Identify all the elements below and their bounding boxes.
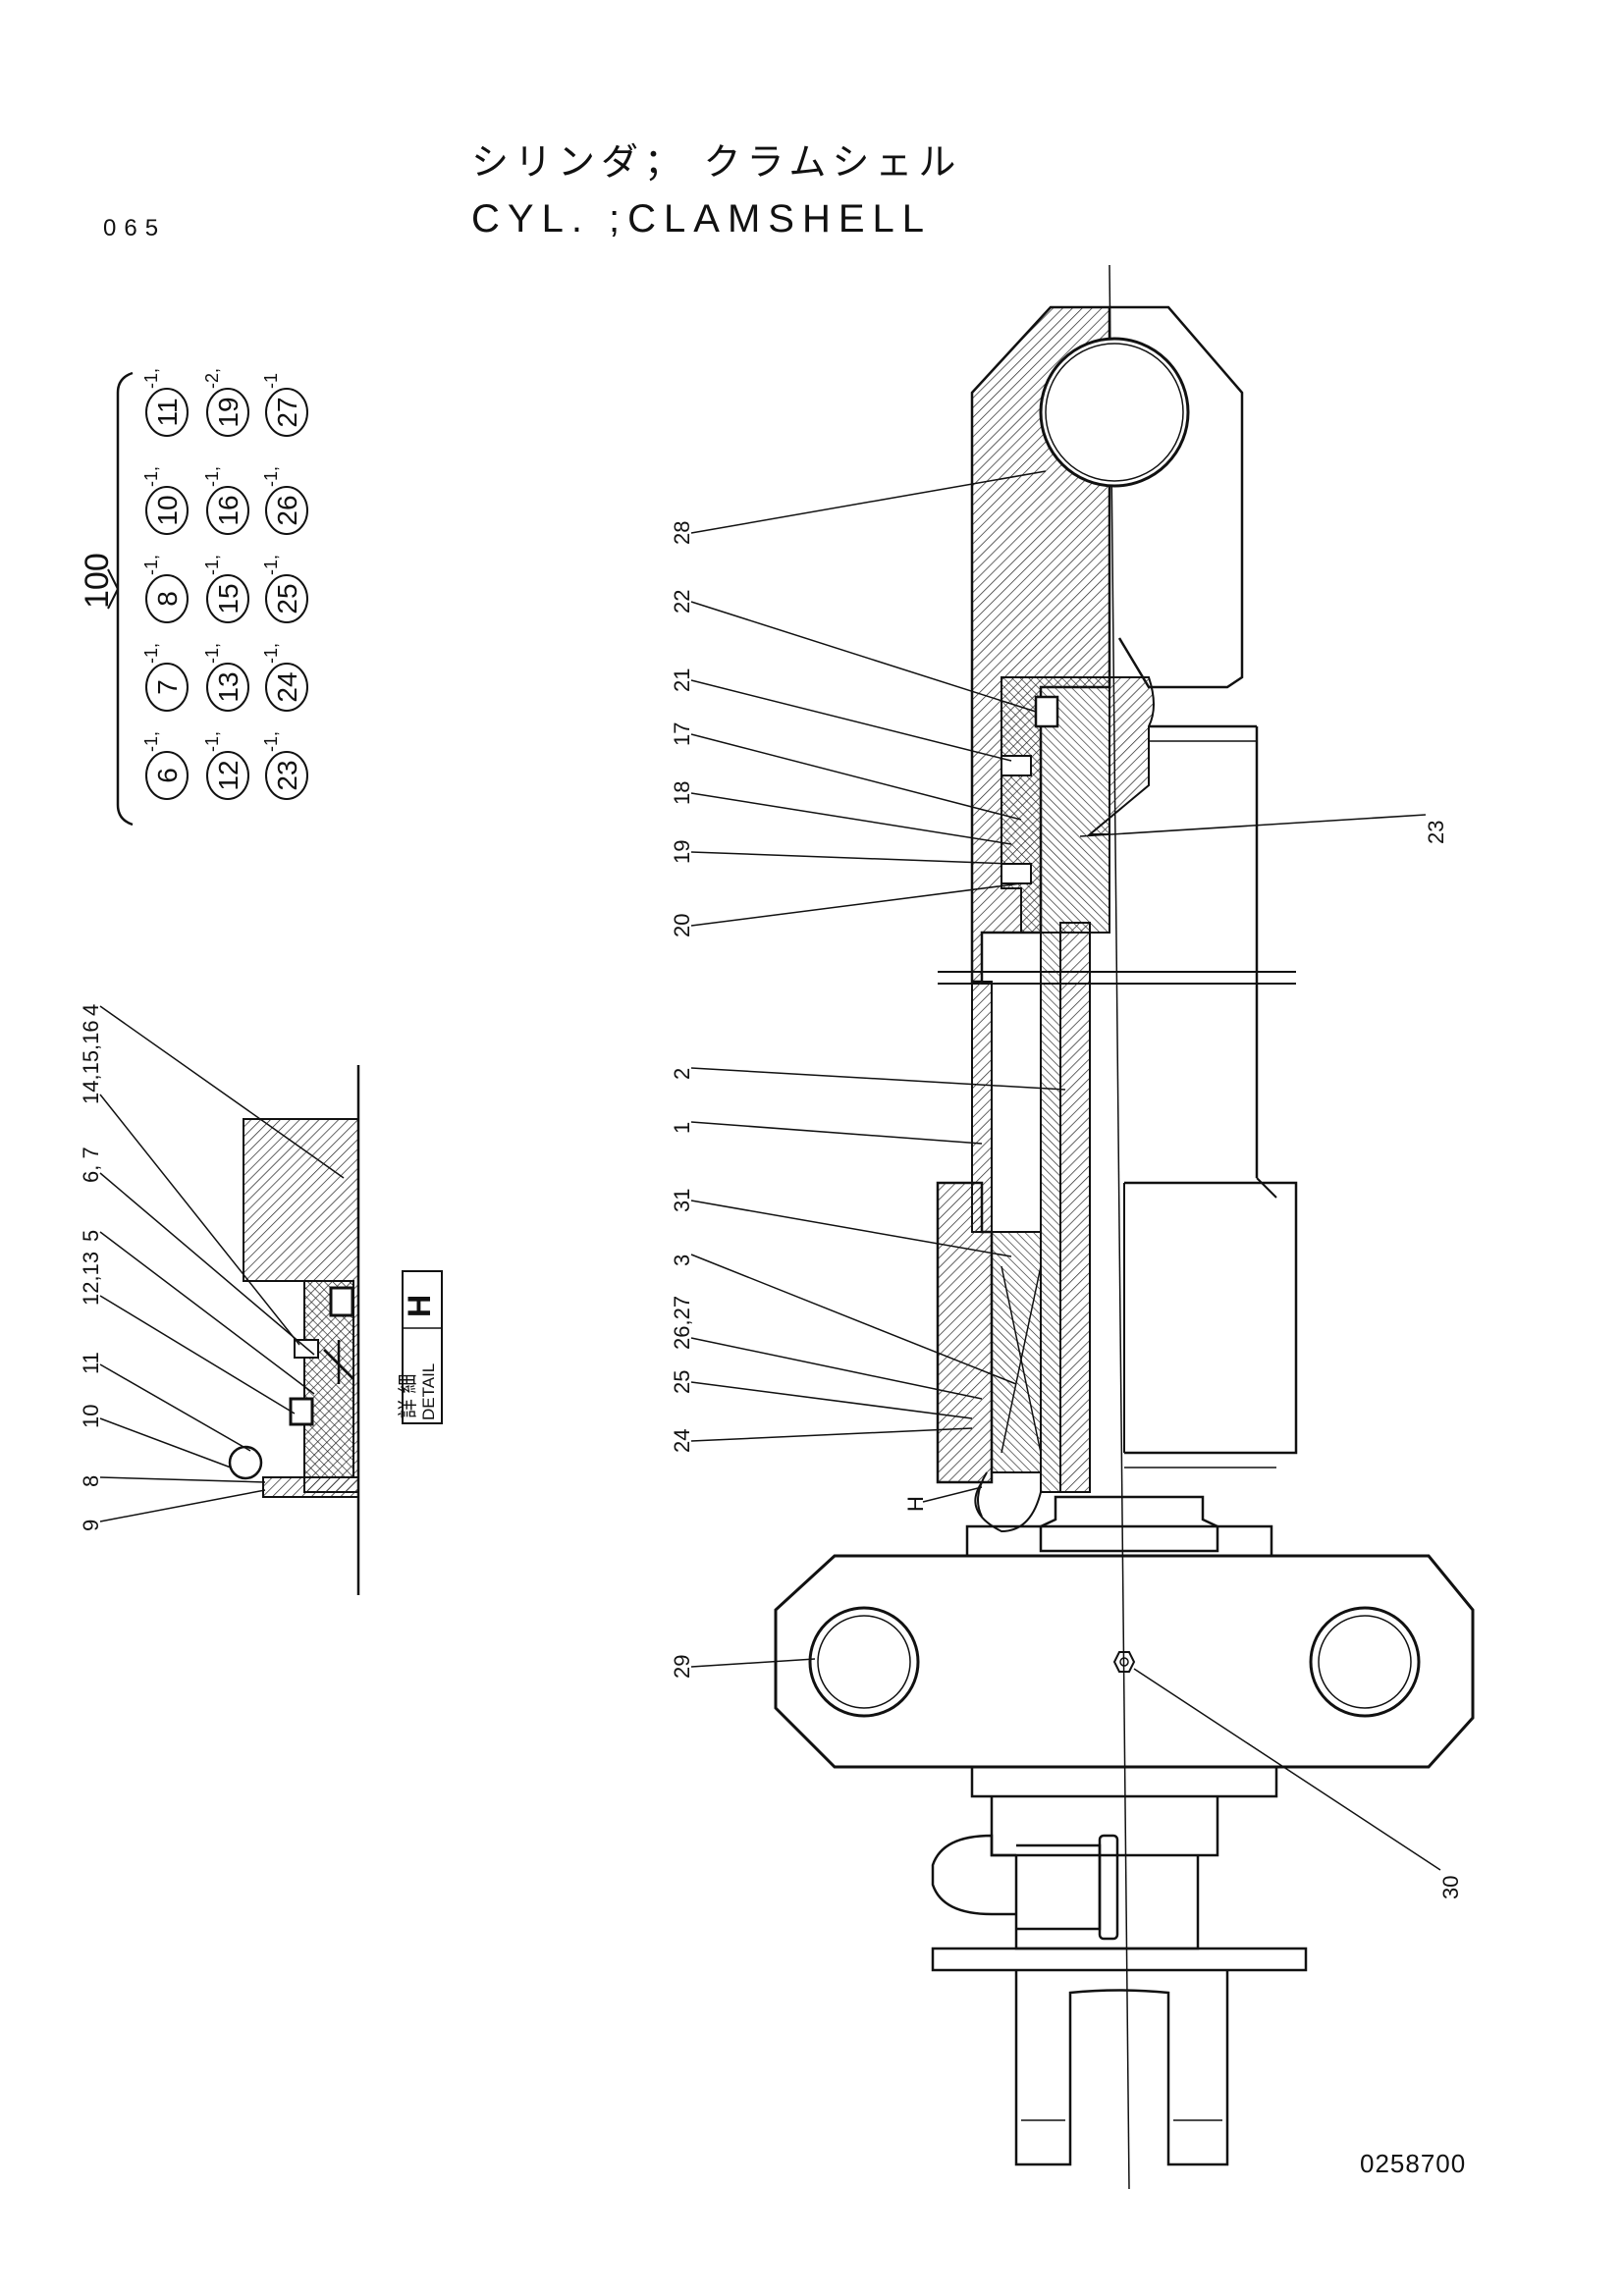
part-callout-label: 2 [670,1068,694,1080]
kit-part-qty: -1, [261,466,281,487]
part-callout-label: 31 [670,1189,694,1212]
kit-part-qty: -1, [141,731,161,752]
kit-part-number: 24 [272,671,302,702]
kit-part-number: 23 [272,760,302,790]
part-callout-label: 29 [670,1655,694,1679]
part-callout-label: 18 [670,781,694,805]
detail-callout-label: 11 [79,1352,103,1374]
kit-item: 19-2, [202,368,249,437]
kit-item: 7 -1, [141,643,189,712]
title-en: CYL. ;CLAMSHELL [471,197,932,240]
kit-part-qty: -1, [261,643,281,664]
detail-callout-label: 5 [79,1230,103,1242]
kit-item: 27 -1 [261,373,308,437]
detail-h-view: 9 8 10 11 12,13 5 6, 7 14,15,16 4 [79,1004,360,1595]
kit-item: 6 -1, [141,731,189,800]
kit-part-qty: -1, [141,643,161,664]
kit-part-number: 27 [272,397,302,427]
kit-part-qty: -1, [141,555,161,575]
kit-item: 23-1, [261,731,308,800]
kit-item: 24-1, [261,643,308,712]
kit-part-qty: -1, [261,731,281,752]
kit-item: 26-1, [261,466,308,535]
part-callout-label: 3 [670,1255,694,1266]
kit-part-qty: -2, [202,368,222,389]
detail-callout-label: 9 [79,1520,103,1531]
kit-number: 100 [79,553,116,609]
kit-item: 8 -1, [141,555,189,623]
kit-part-number: 8 [152,591,183,607]
detail-callout-label: 4 [79,1004,103,1016]
kit-part-qty: -1, [141,466,161,487]
kit-item: 25-1, [261,555,308,623]
kit-item: 10-1, [141,466,189,535]
detail-label-en: DETAIL [419,1363,438,1420]
kit-part-number: 26 [272,495,302,525]
kit-part-number: 6 [152,768,183,783]
kit-list: 100 6-1,7-1,8-1,10-1,11-1,12-1,13-1,15-1… [79,368,308,827]
part-callout-label: 28 [670,521,694,545]
part-callout-label: 26,27 [670,1296,694,1350]
kit-part-qty: -1, [202,643,222,664]
kit-part-qty: -1, [202,731,222,752]
kit-part-number: 11 [152,398,183,426]
part-callout-label: 1 [670,1122,694,1134]
detail-h-marker: H [903,1496,928,1512]
kit-item: 13-1, [202,643,249,712]
part-callout-label: 30 [1438,1876,1463,1899]
kit-part-qty: -1, [261,555,281,575]
kit-item: 15-1, [202,555,249,623]
detail-callout-label: 6, 7 [79,1147,103,1183]
kit-part-qty: -1 [261,373,281,389]
kit-item: 12-1, [202,731,249,800]
part-callout-label: 25 [670,1370,694,1394]
part-callout-label: 21 [670,668,694,692]
kit-item: 16-1, [202,466,249,535]
page-number: 065 [103,215,166,241]
kit-part-number: 19 [213,397,243,427]
kit-part-number: 13 [213,671,243,702]
kit-part-number: 15 [213,583,243,614]
title-jp: シリンダ； クラムシェル [471,142,961,184]
kit-part-number: 7 [152,679,183,695]
kit-part-qty: -1, [202,466,222,487]
part-callout-label: 19 [670,840,694,864]
kit-part-number: 12 [213,760,243,790]
part-callout-label: 24 [670,1429,694,1453]
part-callout-label: 20 [670,914,694,937]
kit-part-number: 10 [152,495,183,525]
part-callout-label: 23 [1424,821,1448,844]
kit-part-number: 16 [213,495,243,525]
kit-item: 11-1, [141,368,189,437]
drawing-number: 0258700 [1360,2149,1466,2178]
kit-part-qty: -1, [141,368,161,389]
cylinder-section [774,264,1475,2190]
detail-callout-label: 12,13 [79,1252,103,1306]
detail-callout-label: 14,15,16 [79,1020,103,1104]
kit-part-number: 25 [272,583,302,614]
detail-label: 詳 細 DETAIL H [397,1270,443,1424]
detail-callout-label: 10 [79,1405,103,1428]
part-callout-label: 17 [670,722,694,746]
detail-callout-label: 8 [79,1475,103,1487]
detail-label-jp: 詳 細 [397,1373,419,1418]
detail-label-ref: H [402,1295,437,1317]
part-callout-label: 22 [670,590,694,614]
kit-part-qty: -1, [202,555,222,575]
